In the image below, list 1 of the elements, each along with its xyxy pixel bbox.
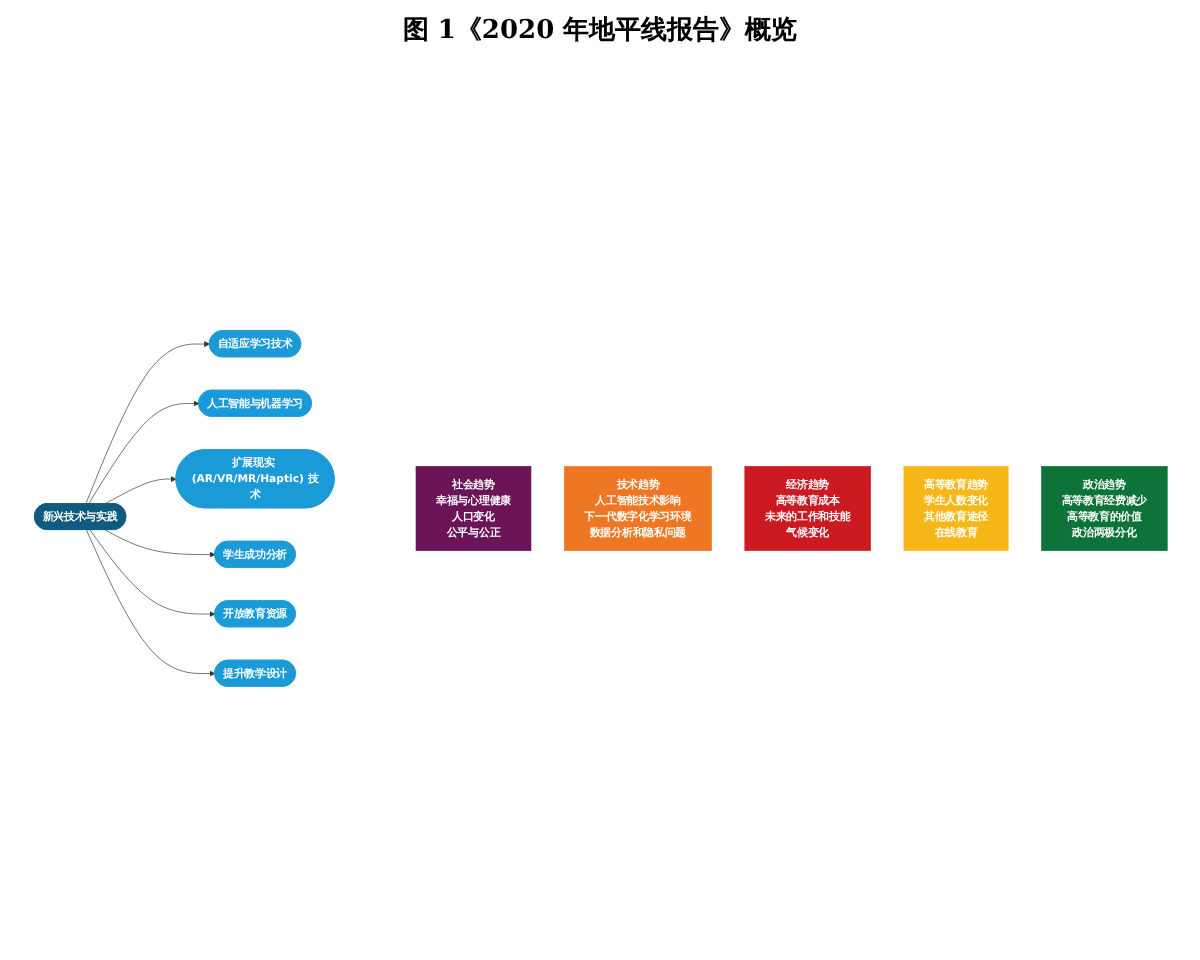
figure-title: 图 1《2020 年地平线报告》概览	[402, 13, 798, 48]
